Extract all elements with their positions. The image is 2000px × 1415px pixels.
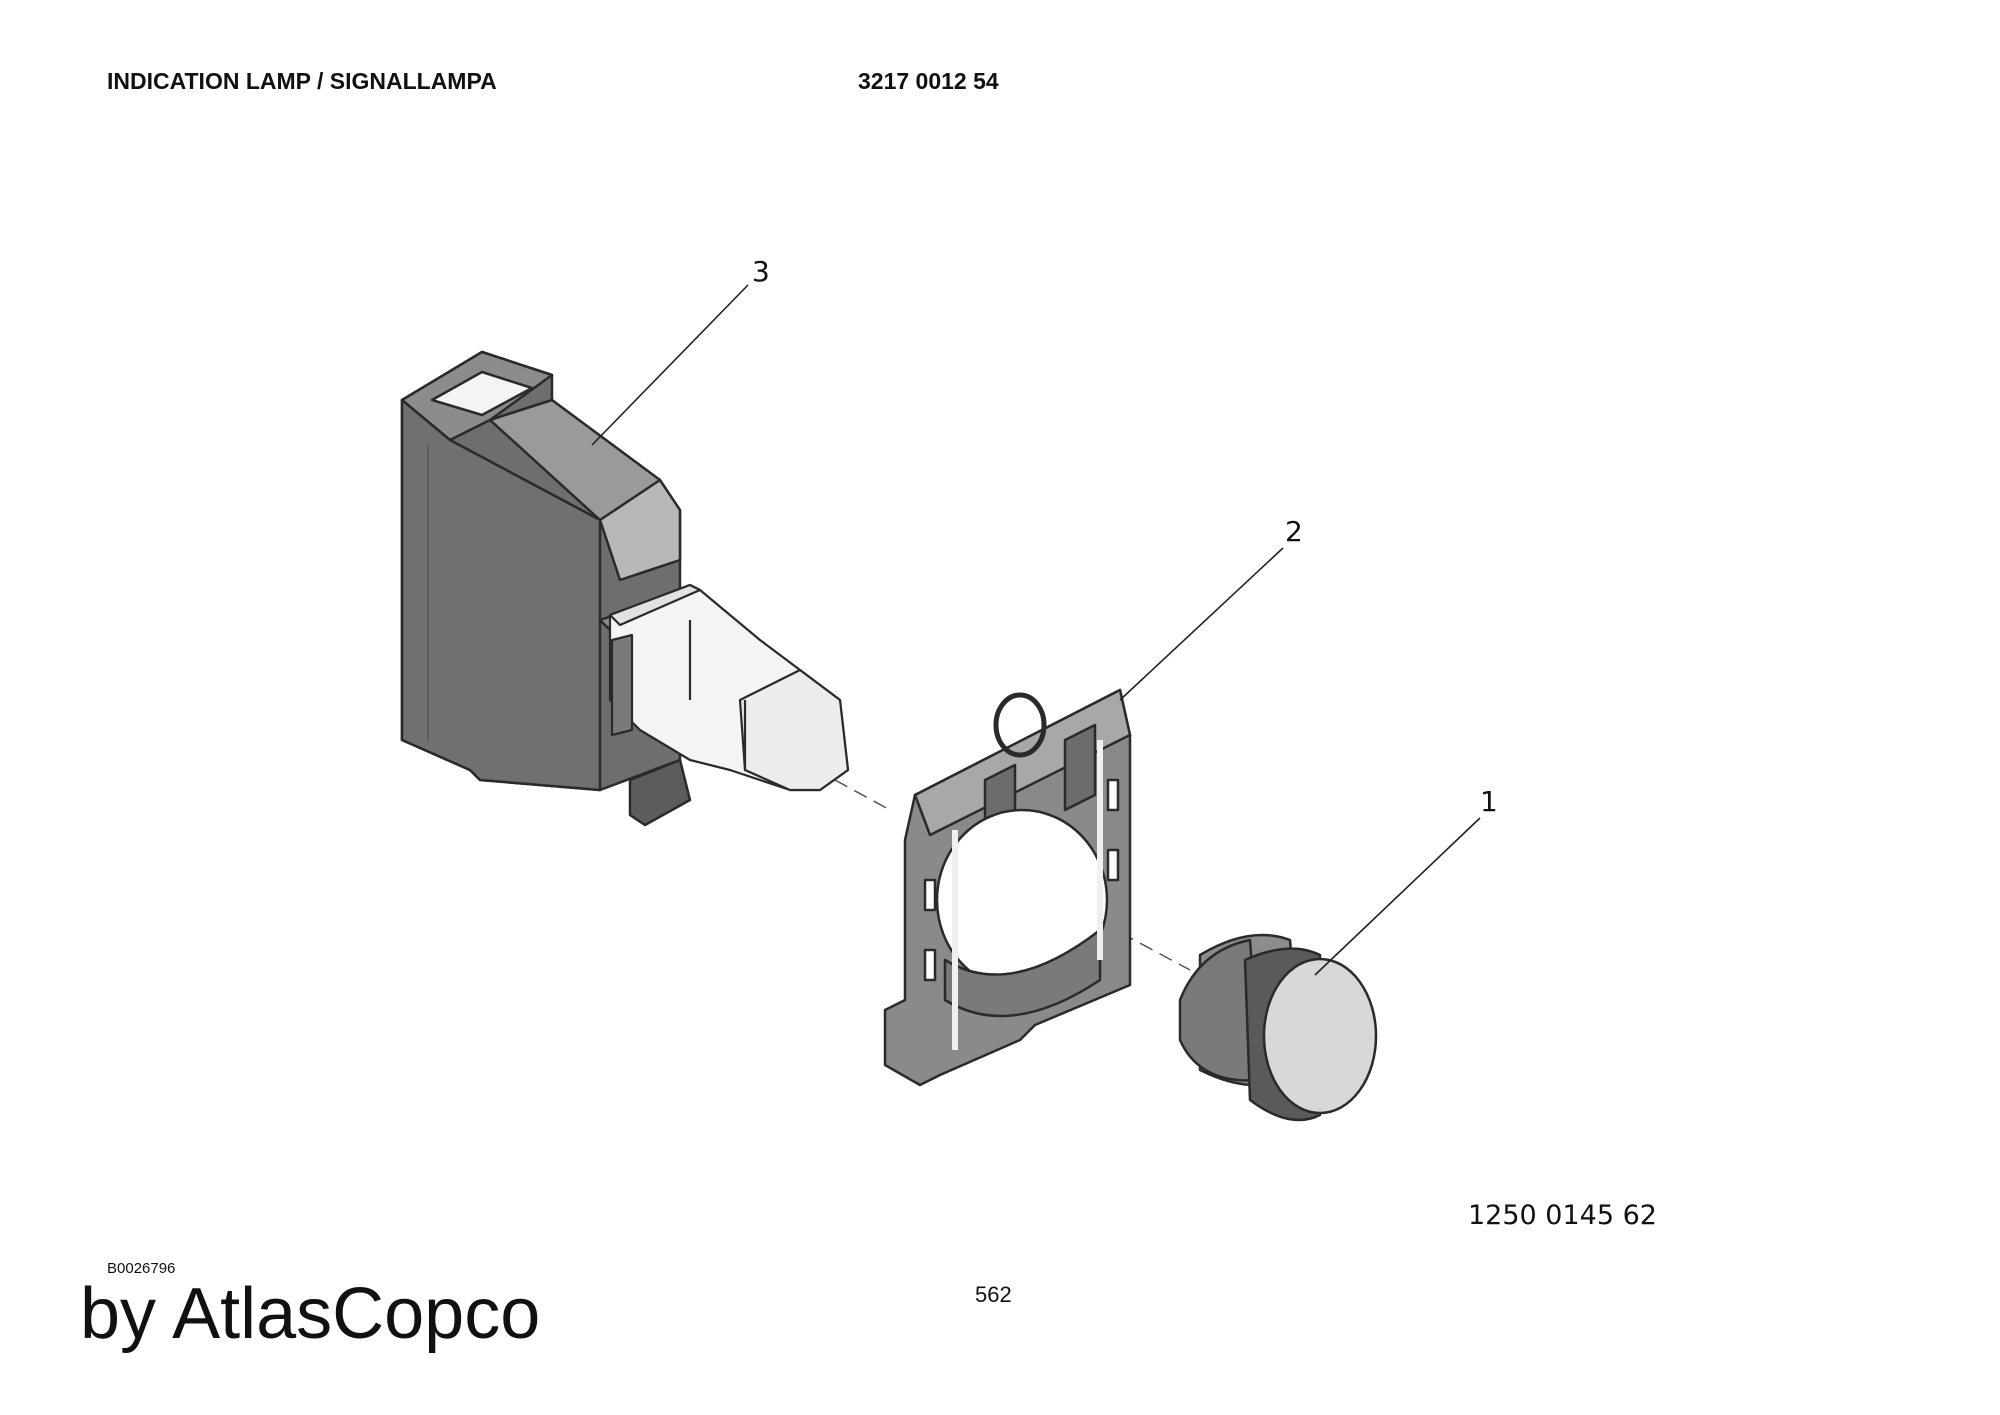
leader-line-3 <box>591 284 749 446</box>
leader-line-1 <box>1314 817 1481 976</box>
callout-2: 2 <box>1285 515 1303 548</box>
drawing-number: 1250 0145 62 <box>1468 1200 1657 1231</box>
leader-line-2 <box>1119 547 1284 701</box>
part-3-lamp-holder <box>400 350 702 827</box>
page-title: INDICATION LAMP / SIGNALLAMPA <box>107 68 497 94</box>
part-number: 3217 0012 54 <box>858 68 999 94</box>
callout-1: 1 <box>1480 785 1498 818</box>
reference-code: B0026796 <box>107 1260 176 1277</box>
brand-text: by AtlasCopco <box>80 1274 541 1354</box>
callout-3: 3 <box>752 255 770 288</box>
part-1-lens-cap <box>1178 933 1378 1122</box>
axis-line-upper <box>834 779 891 811</box>
part-3-lamp-insert <box>608 583 850 792</box>
part-2-mounting-collar <box>883 688 1132 1087</box>
page-number: 562 <box>975 1282 1012 1307</box>
